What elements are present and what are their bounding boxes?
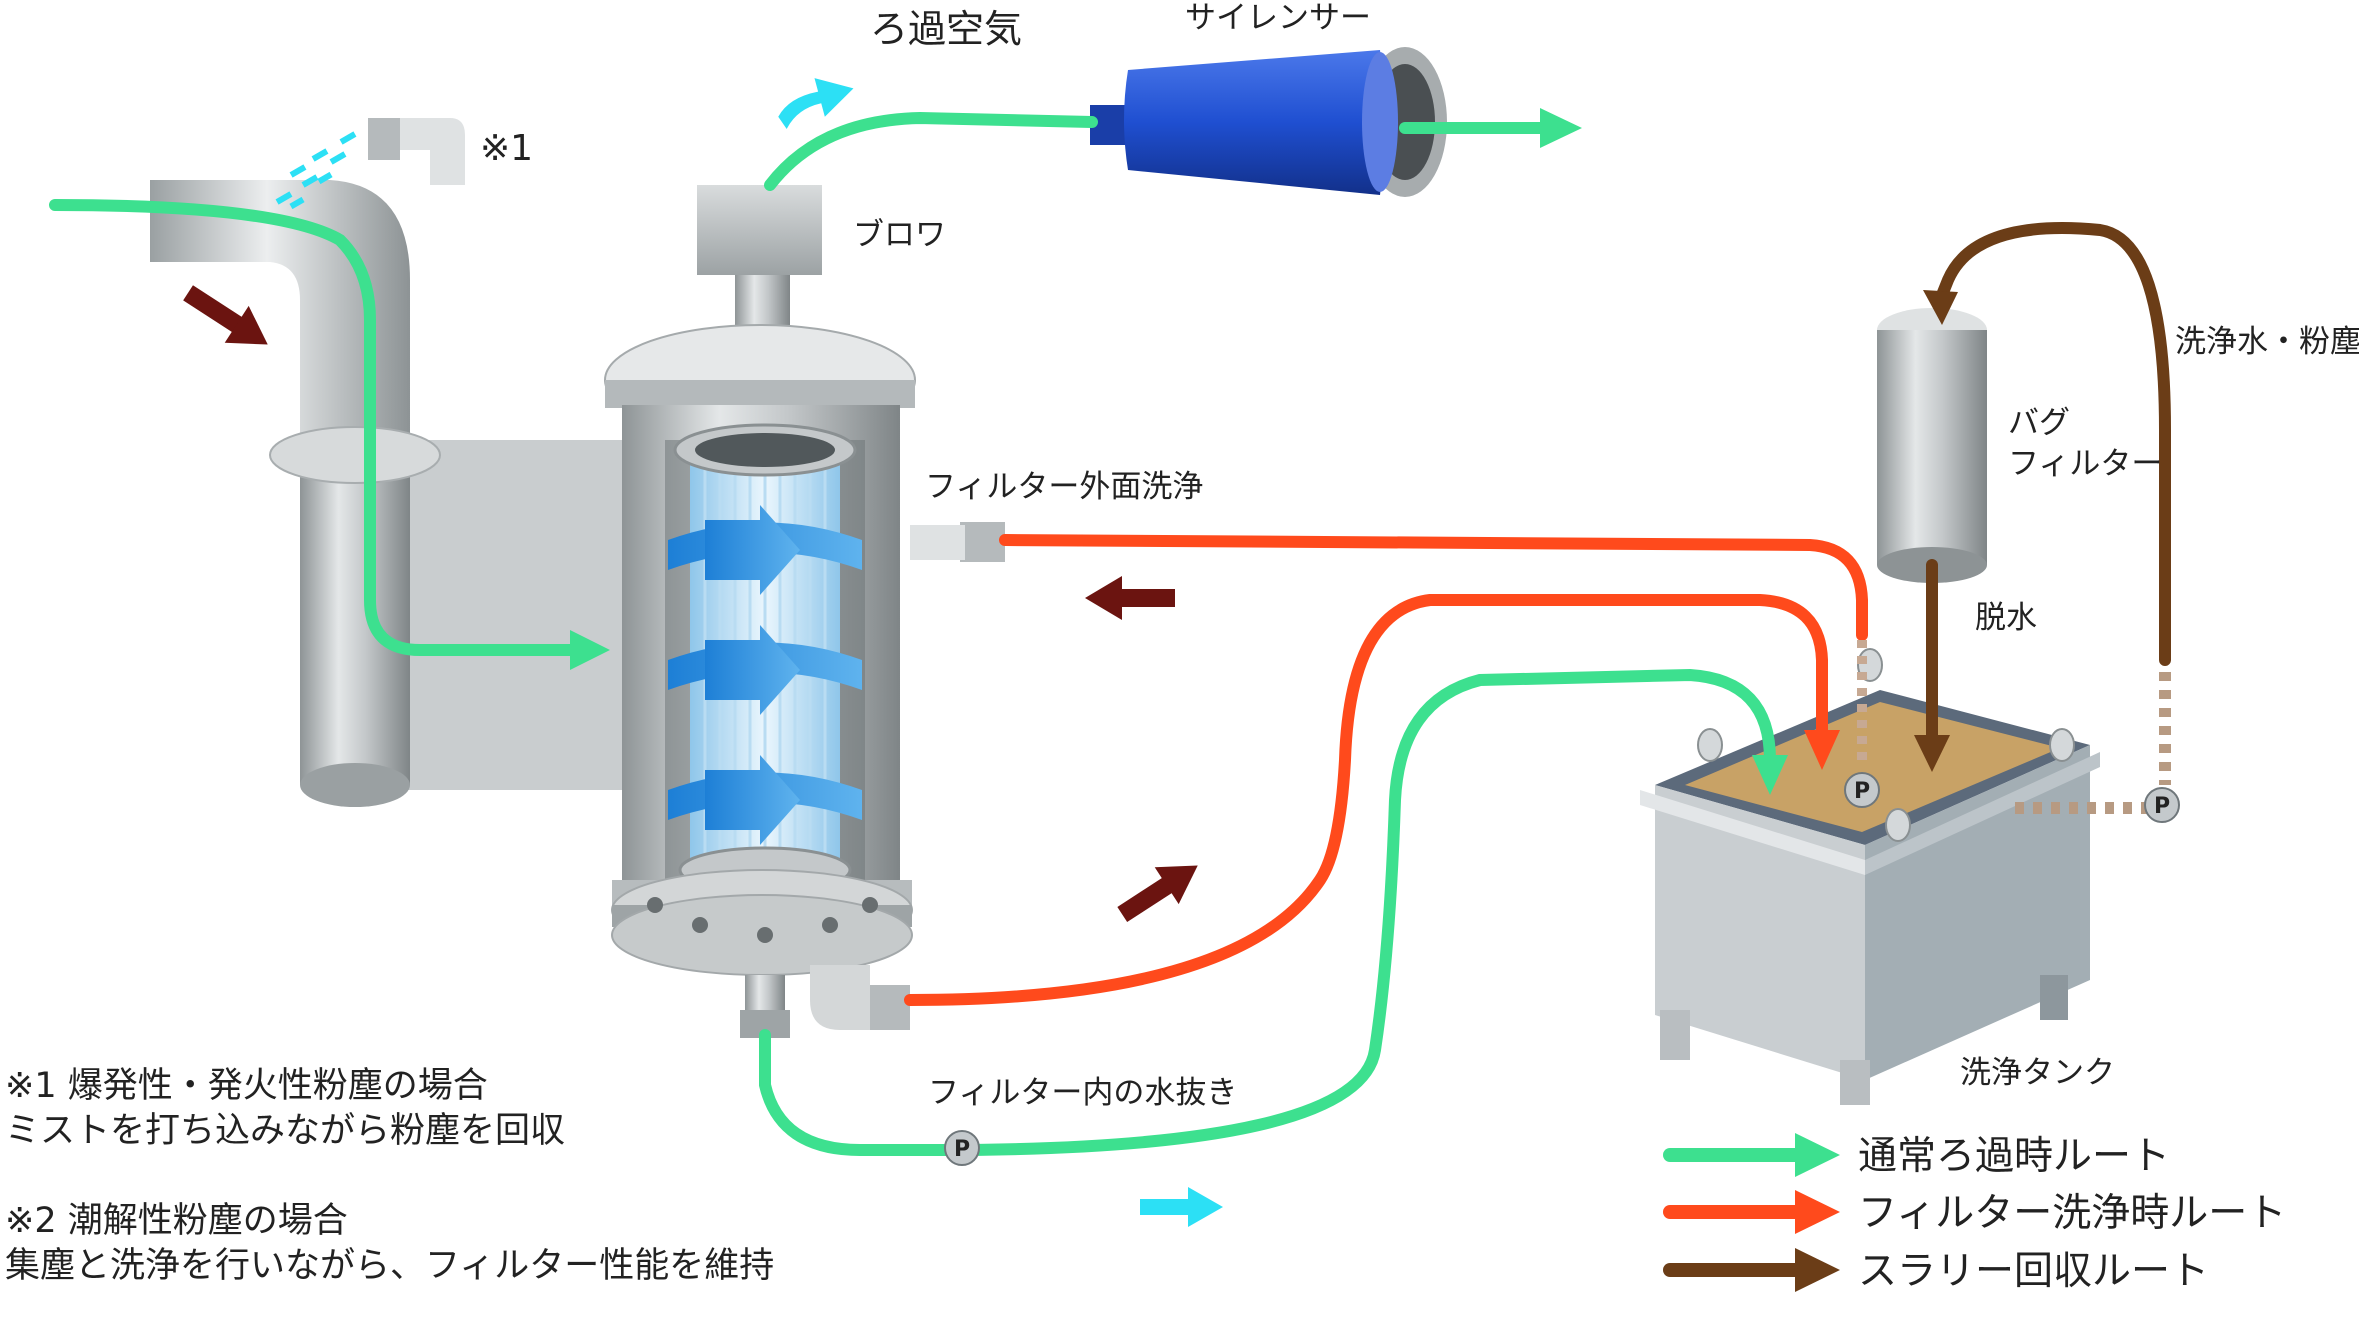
- pump-tank-label: P: [1854, 779, 1870, 804]
- filter-wash-return-route: [904, 594, 1828, 1006]
- legend-wash-label: フィルター洗浄時ルート: [1858, 1191, 2286, 1236]
- dewatering-label: 脱水: [1975, 600, 2037, 636]
- pump-tank: P: [1844, 772, 1880, 808]
- silencer-label: サイレンサー: [1185, 0, 1371, 36]
- airflow-arrows: [183, 285, 1198, 923]
- bag-filter-inlet-arrowhead: [1923, 290, 1958, 325]
- silencer: [1090, 47, 1447, 197]
- legend-normal-label: 通常ろ過時ルート: [1858, 1134, 2170, 1179]
- legend: 通常ろ過時ルート フィルター洗浄時ルート スラリー回収ルート: [1663, 1133, 2286, 1294]
- note-2-title: ※2 潮解性粉塵の場合: [5, 1201, 348, 1241]
- wash-tank-arrowhead: [1804, 730, 1840, 770]
- pump-drain-label: P: [954, 1137, 970, 1162]
- mist-spray: [275, 131, 357, 210]
- dewatering-arrowhead: [1914, 735, 1950, 772]
- external-wash-route: [999, 534, 1868, 641]
- filter-drain-label: フィルター内の水抜き: [928, 1075, 1237, 1111]
- wash-outflow-arrow: [1085, 576, 1175, 620]
- bag-filter-label-line1: バグ: [2008, 405, 2070, 441]
- legend-wash: フィルター洗浄時ルート: [1663, 1190, 2286, 1236]
- note-2-body: 集塵と洗浄を行いながら、フィルター性能を維持: [5, 1246, 774, 1286]
- intake-airflow-arrow: [183, 285, 268, 345]
- pump-slurry: P: [2144, 787, 2180, 823]
- wash-water-dust-label: 洗浄水・粉塵: [2175, 324, 2359, 360]
- tank-inlet-arrowhead: [1752, 755, 1788, 795]
- blower: [697, 185, 822, 275]
- wash-route: [904, 534, 1868, 1006]
- bag-filter-label-line2: フィルター: [2008, 446, 2162, 482]
- intake-arrowhead: [570, 630, 610, 670]
- note-mark-1: ※1: [480, 128, 533, 169]
- back-plate: [400, 440, 640, 790]
- legend-slurry-label: スラリー回収ルート: [1858, 1249, 2209, 1294]
- slurry-route-dashed: [2015, 672, 2171, 814]
- intake-route: [49, 199, 576, 656]
- blower-label: ブロワ: [853, 217, 946, 253]
- normal-route: [49, 111, 1776, 1156]
- bag-filter: [1877, 308, 1987, 583]
- filtered-air-arrow: [778, 78, 854, 130]
- filtered-air-label: ろ過空気: [870, 7, 1022, 51]
- slurry-route-arrowheads: [1914, 290, 1958, 772]
- legend-normal: 通常ろ過時ルート: [1663, 1133, 2170, 1179]
- wash-tank-label: 洗浄タンク: [1960, 1055, 2115, 1091]
- pump-drain: P: [944, 1130, 980, 1166]
- filter-external-wash-label: フィルター外面洗浄: [925, 469, 1203, 505]
- mist-legend-arrow: [1140, 1187, 1223, 1227]
- note-1-title: ※1 爆発性・発火性粉塵の場合: [5, 1066, 488, 1106]
- filter-drain-route: [759, 668, 1776, 1156]
- legend-slurry: スラリー回収ルート: [1663, 1248, 2209, 1294]
- note-1-body: ミストを打ち込みながら粉塵を回収: [5, 1111, 565, 1151]
- slurry-route: [1926, 222, 2171, 746]
- mist-arrows: [778, 78, 1223, 1227]
- wash-tank: [1640, 648, 2100, 1105]
- swirl-arrows: [668, 505, 862, 845]
- collector-housing: [604, 185, 1005, 1038]
- mist-nozzle: [368, 118, 465, 185]
- wash-return-arrow: [1117, 865, 1198, 923]
- slurry-recovery-route: [1934, 222, 2171, 666]
- silencer-outlet-arrowhead: [1540, 108, 1582, 148]
- pump-slurry-label: P: [2154, 794, 2170, 819]
- normal-route-arrowheads: [570, 108, 1788, 795]
- blower-outlet-route: [764, 111, 1098, 191]
- intake-duct: [150, 180, 441, 807]
